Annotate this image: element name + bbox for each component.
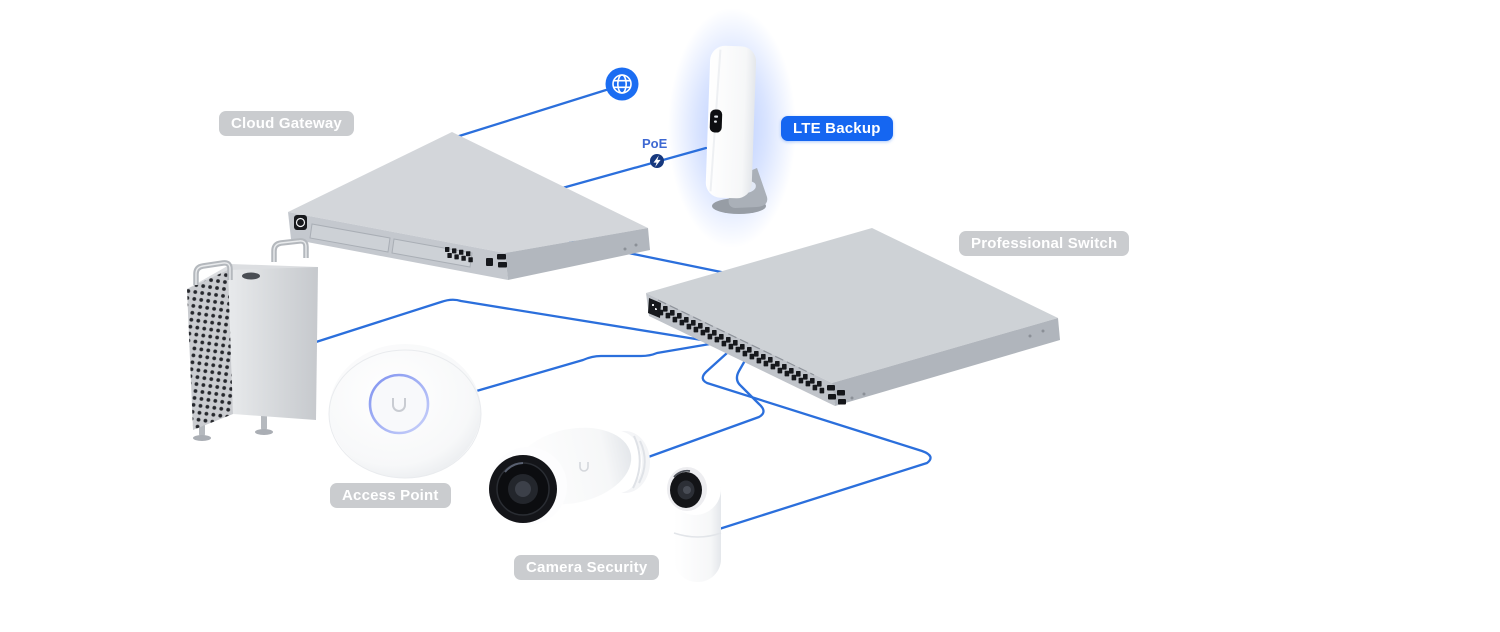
cloud-gateway-label[interactable]: Cloud Gateway — [219, 111, 354, 136]
tower-handles — [193, 238, 309, 285]
lte-poe-cable — [546, 146, 708, 194]
gateway-drive-bay — [309, 223, 391, 253]
tower-top-vent — [242, 272, 260, 280]
periscope-lens — [667, 467, 707, 511]
camera-security-label[interactable]: Camera Security — [514, 555, 660, 580]
workstation-tower-device[interactable] — [187, 238, 318, 441]
globe-icon — [605, 67, 639, 101]
poe-lightning-icon — [650, 154, 664, 168]
cloud-gateway-device[interactable] — [288, 132, 650, 280]
switch-ap-cable — [471, 342, 712, 394]
gateway-sfp-ports — [486, 254, 507, 268]
bullet-camera-device[interactable] — [489, 417, 650, 525]
switch-periscope-camera-cable — [701, 342, 932, 532]
lte-backup-device[interactable] — [705, 45, 768, 214]
access-point-label[interactable]: Access Point — [330, 483, 451, 508]
periscope-camera-device[interactable] — [667, 463, 722, 582]
switch-tower-cable — [314, 298, 710, 344]
bullet-camera-lens — [489, 447, 567, 525]
switch-top-face — [646, 228, 1058, 383]
gateway-side-face — [505, 228, 650, 280]
switch-side-face — [832, 318, 1060, 406]
switch-sfp-ports — [827, 385, 846, 405]
professional-switch-label[interactable]: Professional Switch — [959, 231, 1130, 256]
gateway-top-face — [288, 132, 648, 253]
internet-uplink-cable — [454, 83, 624, 139]
gateway-display — [294, 215, 307, 230]
poe-label: PoE — [642, 136, 668, 151]
access-point-device[interactable] — [328, 344, 482, 479]
ubiquiti-u-logo — [579, 462, 589, 472]
switch-bullet-camera-cable — [638, 348, 765, 462]
lte-backup-label[interactable]: LTE Backup — [781, 116, 893, 141]
ubiquiti-u-logo — [392, 398, 406, 412]
ap-led-ring — [368, 373, 430, 435]
professional-switch-device[interactable] — [646, 228, 1060, 406]
tower-side-face — [228, 267, 318, 420]
